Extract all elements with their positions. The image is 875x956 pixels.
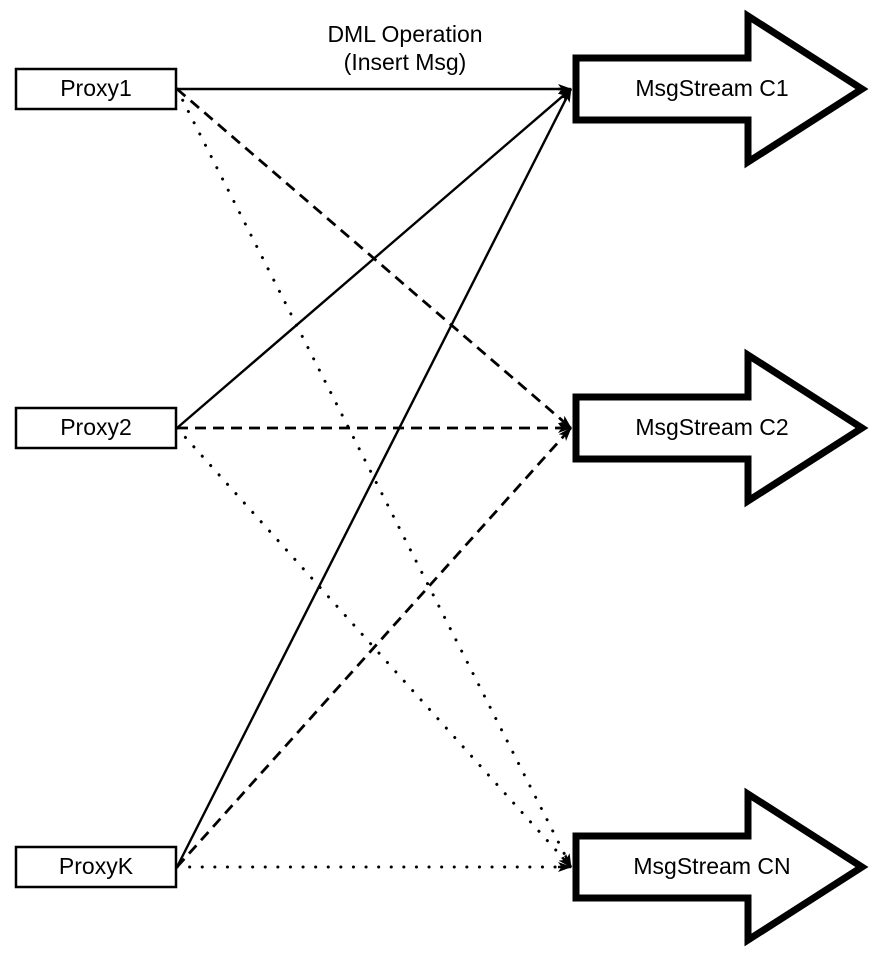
proxy-node-proxy2[interactable]: Proxy2 xyxy=(14,406,178,450)
link-line-dotted xyxy=(175,87,568,859)
links-layer xyxy=(175,84,573,872)
msgstream-label: MsgStream CN xyxy=(633,853,790,879)
edge-caption-line-1: DML Operation xyxy=(327,21,482,47)
msgstream-nodes-layer: MsgStream C1 MsgStream C2 MsgStream CN xyxy=(572,9,869,947)
link-proxyk-c1 xyxy=(175,88,573,868)
link-arrowhead xyxy=(560,88,573,103)
link-arrowhead xyxy=(558,427,572,442)
edge-caption-line-2: (Insert Msg) xyxy=(344,49,467,75)
msgstream-node-c2[interactable]: MsgStream C2 xyxy=(572,348,869,508)
proxy-node-proxy1[interactable]: Proxy1 xyxy=(14,67,178,111)
link-line-dotted xyxy=(175,426,566,861)
link-arrowhead xyxy=(557,415,572,429)
proxy-box[interactable] xyxy=(14,67,178,111)
msgstream-arrow-shape[interactable] xyxy=(572,787,869,947)
link-line-solid xyxy=(175,98,568,868)
edge-caption: DML Operation (Insert Msg) xyxy=(327,21,482,75)
msgstream-node-cn[interactable]: MsgStream CN xyxy=(572,787,869,947)
proxy-box[interactable] xyxy=(14,406,178,450)
proxy-node-proxyk[interactable]: ProxyK xyxy=(14,845,178,889)
link-line-dashed xyxy=(176,87,564,422)
proxy-label: ProxyK xyxy=(59,853,134,879)
msgstream-label: MsgStream C1 xyxy=(635,75,788,101)
msgstream-arrow-shape[interactable] xyxy=(572,9,869,169)
msgstream-arrow-shape[interactable] xyxy=(572,348,869,508)
msgstream-node-c1[interactable]: MsgStream C1 xyxy=(572,9,869,169)
link-line-dashed xyxy=(175,435,565,868)
proxy-box[interactable] xyxy=(14,845,178,889)
msgstream-label: MsgStream C2 xyxy=(635,414,788,440)
proxy-label: Proxy1 xyxy=(60,75,132,101)
proxy-label: Proxy2 xyxy=(60,414,132,440)
link-proxyk-c2 xyxy=(175,427,572,868)
link-line-solid xyxy=(176,95,564,429)
